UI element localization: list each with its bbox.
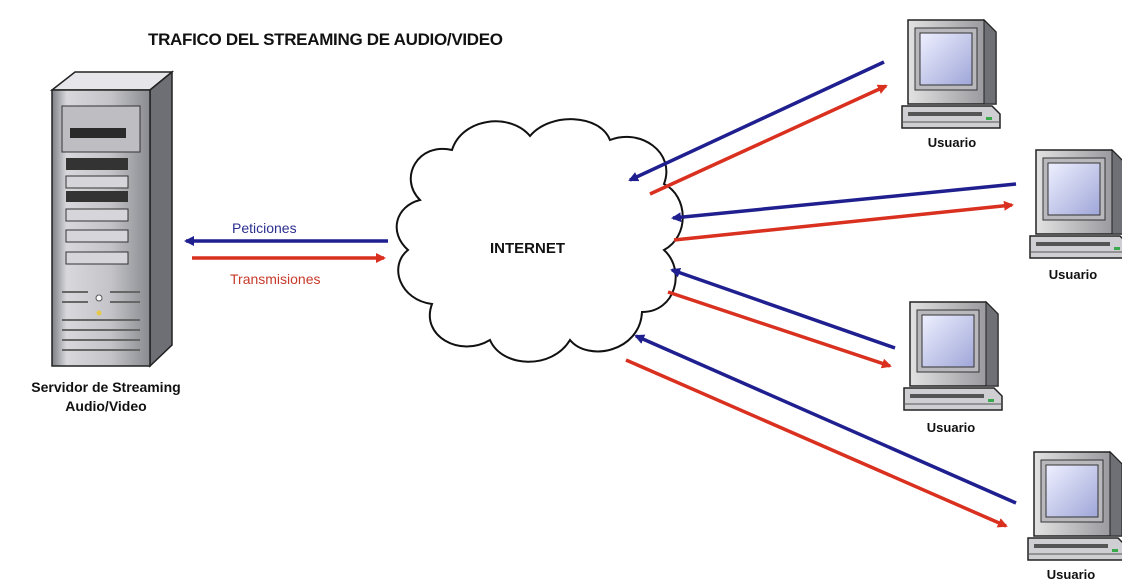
transmission-arrow <box>649 84 888 196</box>
user-computer-icon <box>903 301 1003 411</box>
transmissions-label: Transmisiones <box>230 271 321 287</box>
user-computer-icon <box>1029 149 1122 259</box>
request-arrow <box>670 267 896 350</box>
transmission-arrow <box>667 290 892 369</box>
request-arrow <box>628 60 885 182</box>
user-label: Usuario <box>1048 267 1098 282</box>
internet-cloud-icon <box>395 118 684 363</box>
user-label: Usuario <box>1046 567 1096 582</box>
request-arrow <box>671 182 1017 223</box>
requests-label: Peticiones <box>232 220 297 236</box>
user-computer-icon <box>1027 451 1122 561</box>
request-arrow <box>634 334 1017 505</box>
transmission-arrow <box>625 358 1008 528</box>
server-label-line2: Audio/Video <box>65 398 147 414</box>
server-label-line1: Servidor de Streaming <box>31 379 181 395</box>
internet-label: INTERNET <box>490 240 565 257</box>
user-computer-icon <box>901 19 1001 129</box>
diagram-title: TRAFICO DEL STREAMING DE AUDIO/VIDEO <box>148 30 503 49</box>
server-label: Servidor de Streaming Audio/Video <box>6 378 206 416</box>
server-tower-icon <box>49 70 175 368</box>
transmission-arrow <box>673 200 1014 242</box>
user-label: Usuario <box>926 420 976 435</box>
user-label: Usuario <box>927 135 977 150</box>
